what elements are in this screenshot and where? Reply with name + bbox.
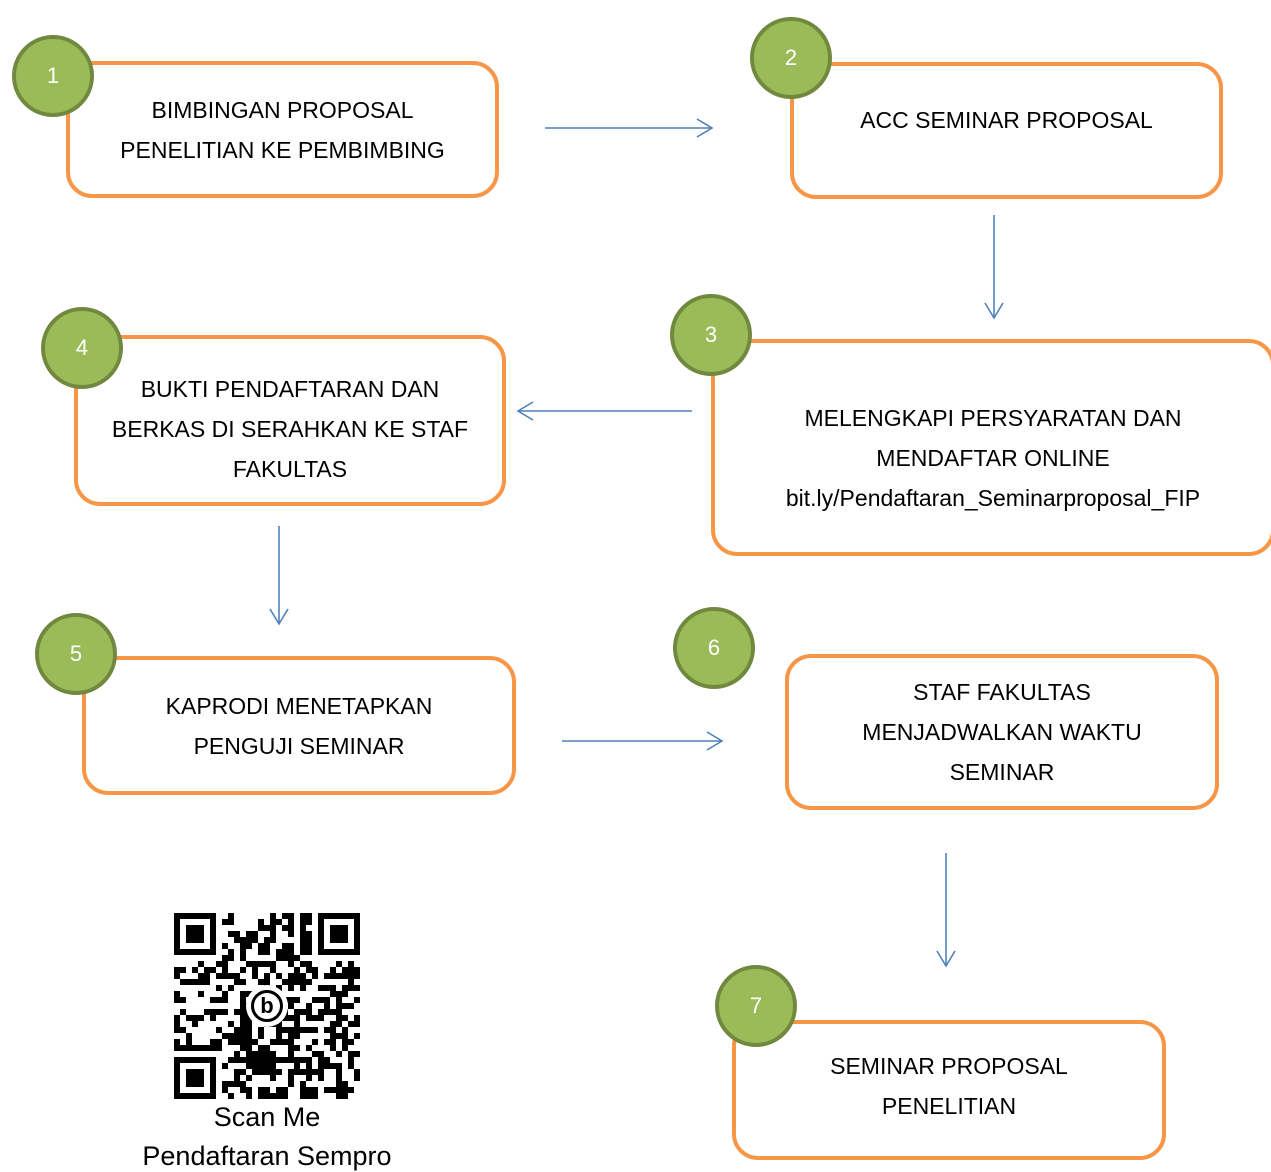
step-1-number: 1 bbox=[46, 63, 60, 88]
qr-code: b bbox=[174, 913, 360, 1099]
step-6-text-line-1: STAF FAKULTAS bbox=[913, 679, 1091, 705]
step-1-number-badge: 1 bbox=[12, 35, 94, 117]
step-7-box: SEMINAR PROPOSAL PENELITIAN bbox=[732, 1020, 1166, 1160]
step-4-box: BUKTI PENDAFTARAN DAN BERKAS DI SERAHKAN… bbox=[74, 335, 506, 506]
step-4-text-line-1: BUKTI PENDAFTARAN DAN bbox=[140, 375, 440, 402]
step-5-box: KAPRODI MENETAPKAN PENGUJI SEMINAR bbox=[82, 656, 516, 795]
step-5-text-line-1: KAPRODI MENETAPKAN bbox=[165, 692, 433, 719]
arrow-3-to-4 bbox=[516, 401, 692, 421]
step-6-box: STAF FAKULTAS MENJADWALKAN WAKTU SEMINAR bbox=[785, 654, 1219, 810]
step-3-text-line-2: MENDAFTAR ONLINE bbox=[876, 444, 1110, 471]
step-2-number-badge: 2 bbox=[750, 17, 832, 99]
step-1-text-line-1: BIMBINGAN PROPOSAL bbox=[151, 96, 414, 123]
arrow-4-to-5 bbox=[269, 526, 289, 626]
step-3-text-line-1: MELENGKAPI PERSYARATAN DAN bbox=[804, 404, 1182, 431]
step-3-link-text: bit.ly/Pendaftaran_Seminarproposal_FIP bbox=[785, 484, 1201, 511]
bitly-logo-icon: b bbox=[246, 985, 288, 1027]
step-7-text-line-2: PENELITIAN bbox=[881, 1093, 1017, 1119]
step-6-number-badge: 6 bbox=[673, 607, 755, 689]
step-2-text-line-1: ACC SEMINAR PROPOSAL bbox=[860, 107, 1153, 133]
qr-caption-scan-me: Scan Me bbox=[213, 1102, 321, 1132]
qr-caption-pendaftaran: Pendaftaran Sempro bbox=[142, 1141, 392, 1171]
step-1-text-line-2: PENELITIAN KE PEMBIMBING bbox=[120, 136, 445, 163]
step-4-number-badge: 4 bbox=[41, 307, 123, 389]
step-4-text-line-2: BERKAS DI SERAHKAN KE STAF bbox=[111, 415, 469, 442]
step-6-text-line-3: SEMINAR bbox=[949, 759, 1055, 785]
step-7-number-badge: 7 bbox=[715, 965, 797, 1047]
step-4-text-line-3: FAKULTAS bbox=[232, 455, 348, 482]
step-6-number: 6 bbox=[707, 635, 721, 660]
step-6-text-line-2: MENJADWALKAN WAKTU bbox=[862, 719, 1142, 745]
step-3-number: 3 bbox=[704, 322, 718, 347]
arrow-6-to-7 bbox=[936, 853, 956, 968]
qr-code-pattern bbox=[174, 913, 360, 1099]
step-5-text-line-2: PENGUJI SEMINAR bbox=[193, 732, 405, 759]
arrow-1-to-2 bbox=[545, 118, 714, 138]
step-2-box: ACC SEMINAR PROPOSAL bbox=[790, 62, 1223, 199]
step-1-box: BIMBINGAN PROPOSAL PENELITIAN KE PEMBIMB… bbox=[66, 61, 499, 198]
step-7-text-line-1: SEMINAR PROPOSAL bbox=[830, 1053, 1068, 1079]
step-7-number: 7 bbox=[749, 993, 763, 1018]
step-5-number: 5 bbox=[69, 641, 83, 666]
step-4-number: 4 bbox=[75, 335, 89, 360]
step-5-number-badge: 5 bbox=[35, 613, 117, 695]
step-2-number: 2 bbox=[784, 45, 798, 70]
step-3-box: MELENGKAPI PERSYARATAN DAN MENDAFTAR ONL… bbox=[711, 339, 1271, 556]
arrow-5-to-6 bbox=[562, 731, 724, 751]
arrow-2-to-3 bbox=[984, 215, 1004, 320]
bitly-logo-letter: b bbox=[251, 990, 283, 1022]
step-3-number-badge: 3 bbox=[670, 294, 752, 376]
